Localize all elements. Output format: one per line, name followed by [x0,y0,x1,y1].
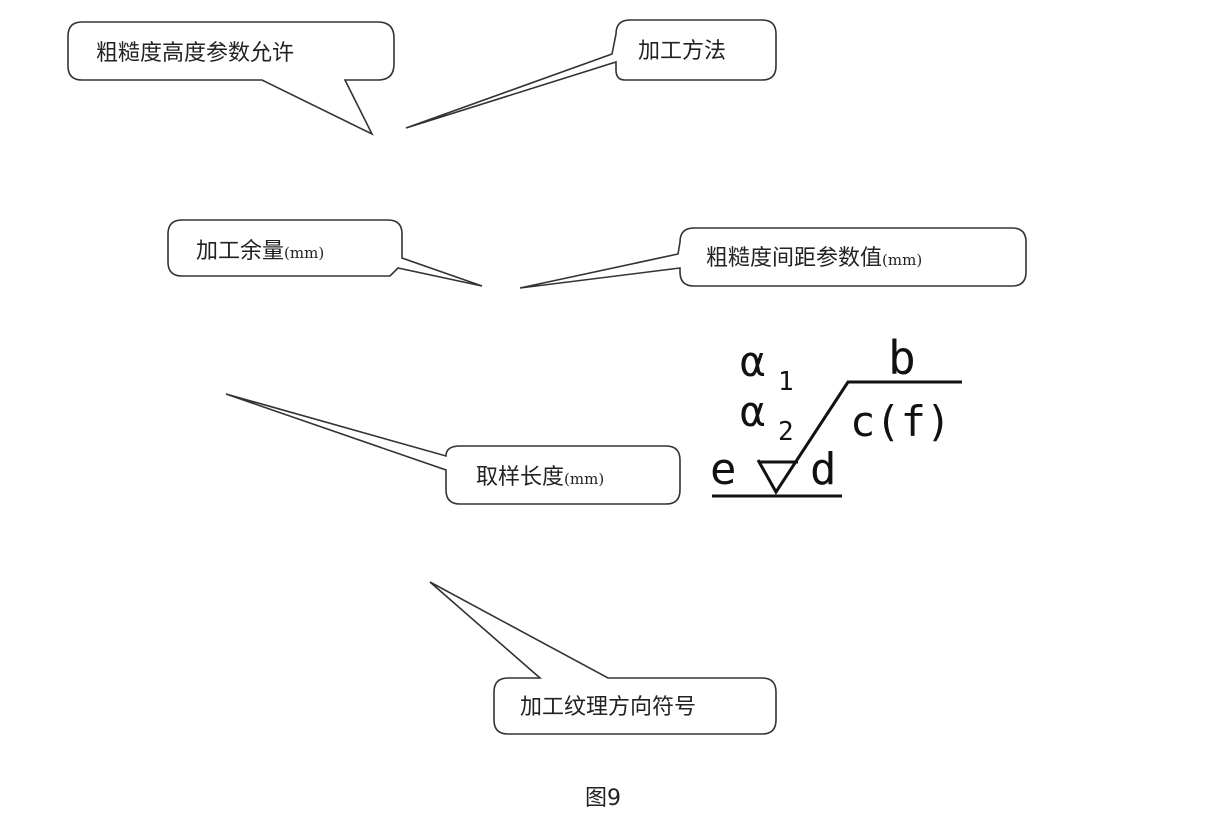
symbol-e: e [710,444,737,495]
callout-roughness-height-label: 粗糙度高度参数允许 [96,41,294,66]
callout-roughness-spacing-label: 粗糙度间距参数值(mm) [706,246,922,271]
symbol-a1-sub: 1 [778,367,794,397]
callout-roughness-spacing: 粗糙度间距参数值(mm) [519,227,1027,289]
callout-sampling-length-label: 取样长度(mm) [476,465,604,490]
symbol-check-line [756,380,962,495]
callout-sampling-length: 取样长度(mm) [225,393,681,505]
symbol-a1: α [740,337,765,386]
callout-roughness-height: 粗糙度高度参数允许 [67,21,395,136]
symbol-a2-sub: 2 [778,417,794,447]
callout-lay-direction-label: 加工纹理方向符号 [520,695,696,720]
callout-machining-allowance: 加工余量(mm) [167,219,483,287]
symbol-a2: α [740,387,765,436]
callout-lay-direction: 加工纹理方向符号 [429,581,777,735]
figure-caption: 图9 [585,786,621,811]
callout-machining-method-label: 加工方法 [638,39,726,64]
symbol-b: b [888,331,916,385]
roughness-symbol: α 1 α 2 b c(f) d e [710,331,962,498]
symbol-c: c(f) [850,397,951,446]
callout-machining-method: 加工方法 [405,19,777,129]
callout-machining-allowance-label: 加工余量(mm) [196,239,324,264]
symbol-d: d [810,444,837,495]
